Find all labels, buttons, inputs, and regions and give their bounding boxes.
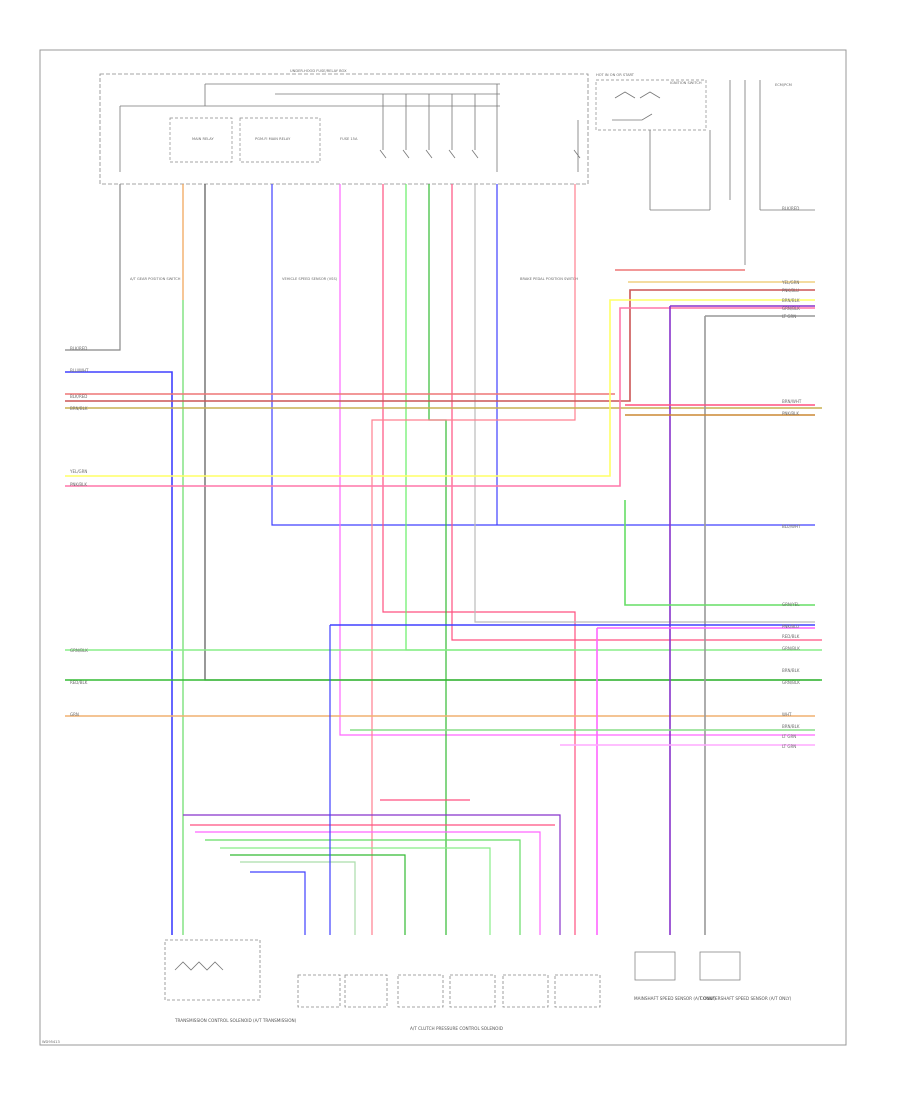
right-wire-labels: BLK/RED YEL/GRN PNK/BLU BRN/BLK GRN/BLK …	[781, 206, 802, 749]
clutch-pressure-connectors	[297, 974, 601, 1008]
vertical-wires	[65, 184, 822, 935]
svg-text:GRN/BLK: GRN/BLK	[782, 306, 800, 311]
svg-text:PNK/BLK: PNK/BLK	[782, 411, 799, 416]
footer-code: WD95413	[42, 1040, 60, 1044]
svg-text:GRN/BLK: GRN/BLK	[782, 646, 800, 651]
svg-text:HOT IN ON OR START: HOT IN ON OR START	[596, 73, 635, 77]
main-relay-box	[169, 117, 233, 163]
svg-text:FUSE 15A: FUSE 15A	[340, 137, 358, 141]
svg-text:GRN: GRN	[70, 712, 79, 717]
svg-text:BRN/BLK: BRN/BLK	[70, 406, 88, 411]
svg-text:BRN/BLK: BRN/BLK	[782, 298, 800, 303]
svg-text:MAINSHAFT SPEED SENSOR (A/T ON: MAINSHAFT SPEED SENSOR (A/T ONLY)	[634, 996, 716, 1001]
pgm-fi-relay-box	[239, 117, 321, 163]
svg-text:BLU/WHT: BLU/WHT	[782, 524, 801, 529]
svg-text:LT GRN: LT GRN	[782, 314, 796, 319]
svg-text:BRN/WHT: BRN/WHT	[782, 399, 802, 404]
svg-text:BLU/WHT: BLU/WHT	[70, 368, 89, 373]
svg-text:LT GRN: LT GRN	[782, 734, 796, 739]
svg-text:PNK/BLU: PNK/BLU	[782, 288, 799, 293]
speed-sensor-mainshaft: MAINSHAFT SPEED SENSOR (A/T ONLY)	[634, 951, 716, 1001]
svg-text:COUNTERSHAFT SPEED SENSOR (A/T: COUNTERSHAFT SPEED SENSOR (A/T ONLY)	[700, 996, 792, 1001]
sensor-mid-label: VEHICLE SPEED SENSOR (VSS)	[282, 277, 338, 281]
svg-text:BLK/RED: BLK/RED	[782, 206, 799, 211]
svg-text:LT GRN: LT GRN	[782, 744, 796, 749]
svg-text:BLK/RED: BLK/RED	[70, 394, 87, 399]
svg-text:IGNITION SWITCH: IGNITION SWITCH	[670, 81, 702, 85]
svg-text:BLK/RED: BLK/RED	[70, 346, 87, 351]
svg-text:UNDER-HOOD FUSE/RELAY BOX: UNDER-HOOD FUSE/RELAY BOX	[290, 69, 347, 73]
svg-text:BRN/BLK: BRN/BLK	[782, 668, 800, 673]
svg-text:YEL/GRN: YEL/GRN	[781, 280, 799, 285]
speed-sensor-countershaft: COUNTERSHAFT SPEED SENSOR (A/T ONLY)	[699, 951, 792, 1001]
svg-text:WHT: WHT	[782, 712, 792, 717]
clutch-pressure-label: A/T CLUTCH PRESSURE CONTROL SOLENOID	[410, 1026, 503, 1031]
svg-text:MAIN RELAY: MAIN RELAY	[192, 137, 214, 141]
svg-text:GRN/BLK: GRN/BLK	[782, 680, 800, 685]
sensor-right-label: BRAKE PEDAL POSITION SWITCH	[520, 277, 578, 281]
svg-text:GRN/BLK: GRN/BLK	[70, 648, 88, 653]
svg-text:RED/BLK: RED/BLK	[782, 634, 800, 639]
svg-text:PNK/BLU: PNK/BLU	[782, 624, 799, 629]
svg-text:ECM/PCM: ECM/PCM	[775, 83, 792, 87]
transmission-solenoid: TRANSMISSION CONTROL SOLENOID (A/T TRANS…	[164, 939, 297, 1023]
svg-text:PGM-FI MAIN RELAY: PGM-FI MAIN RELAY	[255, 137, 291, 141]
svg-text:PNK/BLK: PNK/BLK	[70, 482, 87, 487]
svg-text:GRN/YEL: GRN/YEL	[782, 602, 800, 607]
bottom-feed-wires	[183, 625, 561, 935]
ignition-switch: HOT IN ON OR START IGNITION SWITCH ECM/P…	[595, 73, 815, 265]
svg-text:RED/BLK: RED/BLK	[70, 680, 88, 685]
svg-text:YEL/GRN: YEL/GRN	[69, 469, 87, 474]
svg-text:BRN/BLK: BRN/BLK	[782, 724, 800, 729]
diagram-border	[39, 49, 847, 1046]
svg-text:TRANSMISSION CONTROL SOLENOID: TRANSMISSION CONTROL SOLENOID (A/T TRANS…	[174, 1018, 297, 1023]
under-hood-fuse-box: UNDER-HOOD FUSE/RELAY BOX MAIN RELAY PGM…	[99, 69, 589, 185]
left-wire-labels: BLK/RED BLU/WHT BLK/RED BRN/BLK YEL/GRN …	[69, 346, 89, 717]
sensor-left-label: A/T GEAR POSITION SWITCH	[130, 277, 181, 281]
horizontal-wires	[65, 269, 822, 935]
